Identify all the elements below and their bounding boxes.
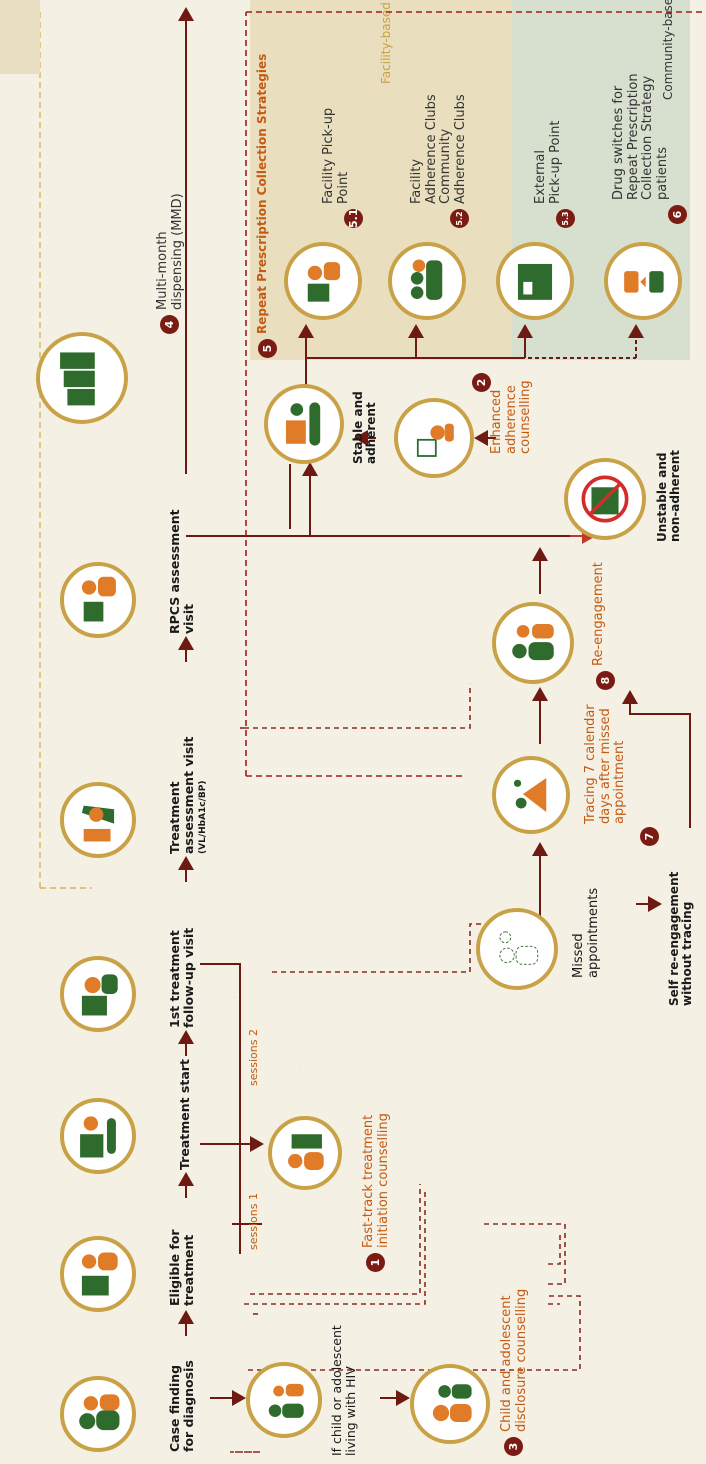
- disclosure-icon: [410, 1364, 490, 1444]
- tracing-icon: [492, 756, 570, 834]
- missed-icon: [476, 908, 558, 990]
- drug-switch-label: Drug switches for Repeat Prescription Co…: [611, 73, 670, 200]
- num-5-1: 5.1: [344, 209, 363, 228]
- num-4: 4: [160, 315, 179, 334]
- rpcs-assessment-icon: [60, 562, 136, 638]
- missed-label: Missed appointments: [571, 887, 601, 978]
- num-5-2: 5.2: [450, 209, 469, 228]
- treatment-start-icon: [60, 1098, 136, 1174]
- external-pickup-icon: [496, 242, 574, 320]
- treatment-assessment-icon: [60, 782, 136, 858]
- sessions-2-label: sessions 2: [247, 1029, 260, 1086]
- rpcs-heading: Repeat Prescription Collection Strategie…: [255, 53, 269, 334]
- follow-up-label: 1st treatment follow-up visit: [167, 927, 196, 1028]
- external-pickup-label: External Pick-up Point: [533, 120, 563, 204]
- adherence-clubs-icon: [388, 242, 466, 320]
- unstable-icon: [564, 458, 646, 540]
- reengagement-icon: [492, 602, 574, 684]
- mmd-icon: [36, 332, 128, 424]
- num-5-3: 5.3: [556, 209, 575, 228]
- tracing-label: Tracing 7 calendar days after missed app…: [583, 704, 628, 824]
- fast-track-icon: [268, 1116, 342, 1190]
- rpcs-assessment-label: RPCS assessment visit: [167, 509, 196, 634]
- drug-switch-icon: [604, 242, 682, 320]
- self-reengagement-label: Self re-engagement without tracing: [667, 871, 695, 1006]
- follow-up-icon: [60, 956, 136, 1032]
- eligible-label: Eligible for treatment: [167, 1229, 196, 1306]
- num-3: 3: [504, 1437, 523, 1456]
- child-hiv-icon: [246, 1362, 322, 1438]
- case-finding-label: Case finding for diagnosis: [167, 1360, 196, 1452]
- eligible-icon: [60, 1236, 136, 1312]
- corner-decor: [0, 0, 40, 74]
- stable-icon: [264, 384, 344, 464]
- enhanced-icon: [394, 398, 474, 478]
- disclosure-label: Child and adolescent disclosure counsell…: [499, 1288, 529, 1432]
- sessions-1-label: sessions 1: [247, 1193, 260, 1250]
- facility-pickup-label: Facility Pick-up Point: [321, 107, 351, 204]
- unstable-label: Unstable and non-adherent: [655, 449, 683, 542]
- treatment-start-label: Treatment start: [177, 1059, 192, 1170]
- treatment-assessment-label: Treatment assessment visit: [167, 736, 196, 854]
- mmd-label: Multi-month dispensing (MMD): [155, 193, 185, 310]
- enhanced-label: Enhanced adherence counselling: [489, 380, 534, 454]
- num-5: 5: [258, 339, 277, 358]
- stable-label: Stable and adherent: [351, 391, 379, 464]
- facility-pickup-icon: [284, 242, 362, 320]
- num-6: 6: [668, 205, 687, 224]
- num-8: 8: [596, 671, 615, 690]
- num-1: 1: [366, 1253, 385, 1272]
- num-7: 7: [640, 827, 659, 846]
- reengagement-label: Re-engagement: [591, 562, 606, 666]
- fast-track-label: Fast-track treatment initiation counsell…: [361, 1113, 391, 1248]
- treatment-assessment-sub: (VL/HbA1c/BP): [198, 780, 208, 855]
- adherence-clubs-label: Facility Adherence Clubs Community Adher…: [409, 94, 468, 204]
- child-condition-label: If child or adolescent living with HIV: [329, 1325, 358, 1456]
- case-finding-icon: [60, 1376, 136, 1452]
